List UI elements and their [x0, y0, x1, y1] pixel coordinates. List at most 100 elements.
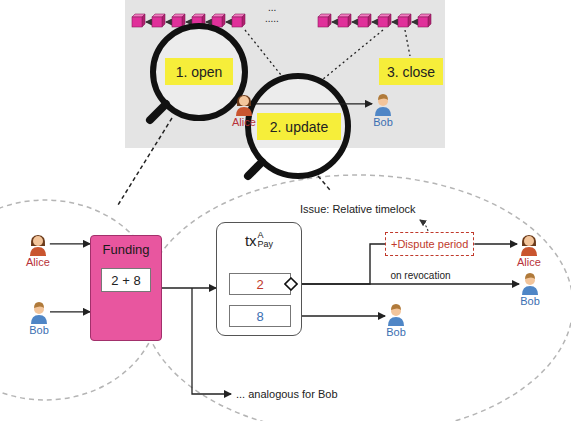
party-bob: Bob: [372, 92, 394, 129]
bob-icon: [385, 302, 407, 326]
node-text: 2: [256, 277, 263, 292]
hair: [525, 273, 535, 279]
block-cube: [242, 14, 245, 27]
hair: [391, 304, 401, 310]
block-link: [412, 21, 417, 22]
body: [388, 317, 404, 326]
step-label: 3. close: [379, 58, 443, 85]
magnifier-lens: [248, 76, 348, 176]
block-link: [146, 21, 151, 22]
output-box: 8: [229, 305, 291, 327]
magnifier-handle: [150, 104, 166, 120]
funding-amount: 2 + 8: [101, 268, 151, 292]
party-name: Bob: [373, 116, 393, 129]
issue-note: Issue: Relative timelock: [300, 203, 416, 215]
block-cube: [222, 14, 225, 27]
body: [521, 247, 537, 256]
alice-icon: [233, 92, 255, 116]
alice-icon: [27, 232, 49, 256]
alice-icon: [518, 232, 540, 256]
party-bob: Bob: [519, 271, 541, 308]
block-link: [186, 21, 191, 22]
bob-icon: [519, 271, 541, 295]
node-text: 2 + 8: [111, 273, 140, 288]
zoom-line: [245, 30, 285, 80]
party-name: Alice: [517, 256, 541, 269]
tx-subscript: Pay: [258, 240, 274, 249]
party-bob: Bob: [28, 300, 50, 337]
tx-title: txAPay: [223, 231, 295, 249]
blockchain: [132, 14, 431, 27]
block-cube: [172, 17, 182, 27]
node-text: 2. update: [270, 119, 328, 135]
block-link: [166, 21, 171, 22]
payment-tx: txAPay 2 8: [216, 222, 302, 336]
block-cube: [418, 17, 428, 27]
block-cube: [428, 14, 431, 27]
connector: [298, 283, 519, 284]
issue-pointer: [420, 220, 428, 231]
block-link: [372, 21, 377, 22]
block-cube: [132, 17, 142, 27]
output-box: 2: [229, 273, 291, 295]
node-text: 3. close: [387, 64, 435, 80]
block-cube: [398, 17, 408, 27]
block-cube: [338, 17, 348, 27]
body: [30, 247, 46, 256]
block-cube: [378, 17, 388, 27]
revocation-diamond: [284, 277, 298, 291]
party-alice: Alice: [232, 92, 256, 129]
face: [33, 236, 43, 246]
ellipsis: ...: [268, 2, 276, 13]
connector: [298, 244, 385, 284]
block-cube: [388, 14, 391, 27]
block-cube: [182, 14, 185, 27]
node-text: 1. open: [176, 64, 223, 80]
tx-name: tx: [245, 232, 257, 249]
edge-label: on revocation: [388, 270, 452, 281]
body: [375, 107, 391, 116]
body: [31, 315, 47, 324]
tx-scripts: APay: [258, 231, 274, 249]
connector: [256, 103, 372, 104]
block-cube: [232, 17, 242, 27]
connector: [291, 315, 385, 316]
update-zoom-region: [143, 175, 571, 421]
node-text: +Dispute period: [391, 238, 468, 250]
party-name: Bob: [520, 295, 540, 308]
bob-icon: [372, 92, 394, 116]
zoom-line: [405, 30, 410, 56]
step-label: 2. update: [257, 113, 341, 140]
party-alice: Alice: [26, 232, 50, 269]
block-link: [332, 21, 337, 22]
block-cube: [358, 17, 368, 27]
hair: [34, 302, 44, 308]
block-cube: [318, 17, 328, 27]
party-name: Bob: [386, 326, 406, 339]
tx-superscript: A: [258, 231, 274, 240]
block-link: [352, 21, 357, 22]
block-link: [226, 21, 231, 22]
face: [239, 96, 249, 106]
connector: [50, 311, 90, 312]
hair: [378, 94, 388, 100]
connector: [474, 243, 517, 244]
ellipsis: .....: [265, 13, 279, 24]
block-cube: [142, 14, 145, 27]
body: [236, 107, 252, 116]
block-link: [392, 21, 397, 22]
block-cube: [162, 14, 165, 27]
node-text: Funding: [97, 242, 155, 257]
step-label: 1. open: [165, 58, 233, 85]
hair: [31, 235, 45, 246]
zoom-leader: [118, 118, 172, 205]
block-cube: [152, 17, 162, 27]
party-name: Bob: [29, 324, 49, 337]
party-alice: Alice: [517, 232, 541, 269]
block-cube: [348, 14, 351, 27]
zoom-leader: [318, 176, 330, 190]
party-name: Alice: [26, 256, 50, 269]
